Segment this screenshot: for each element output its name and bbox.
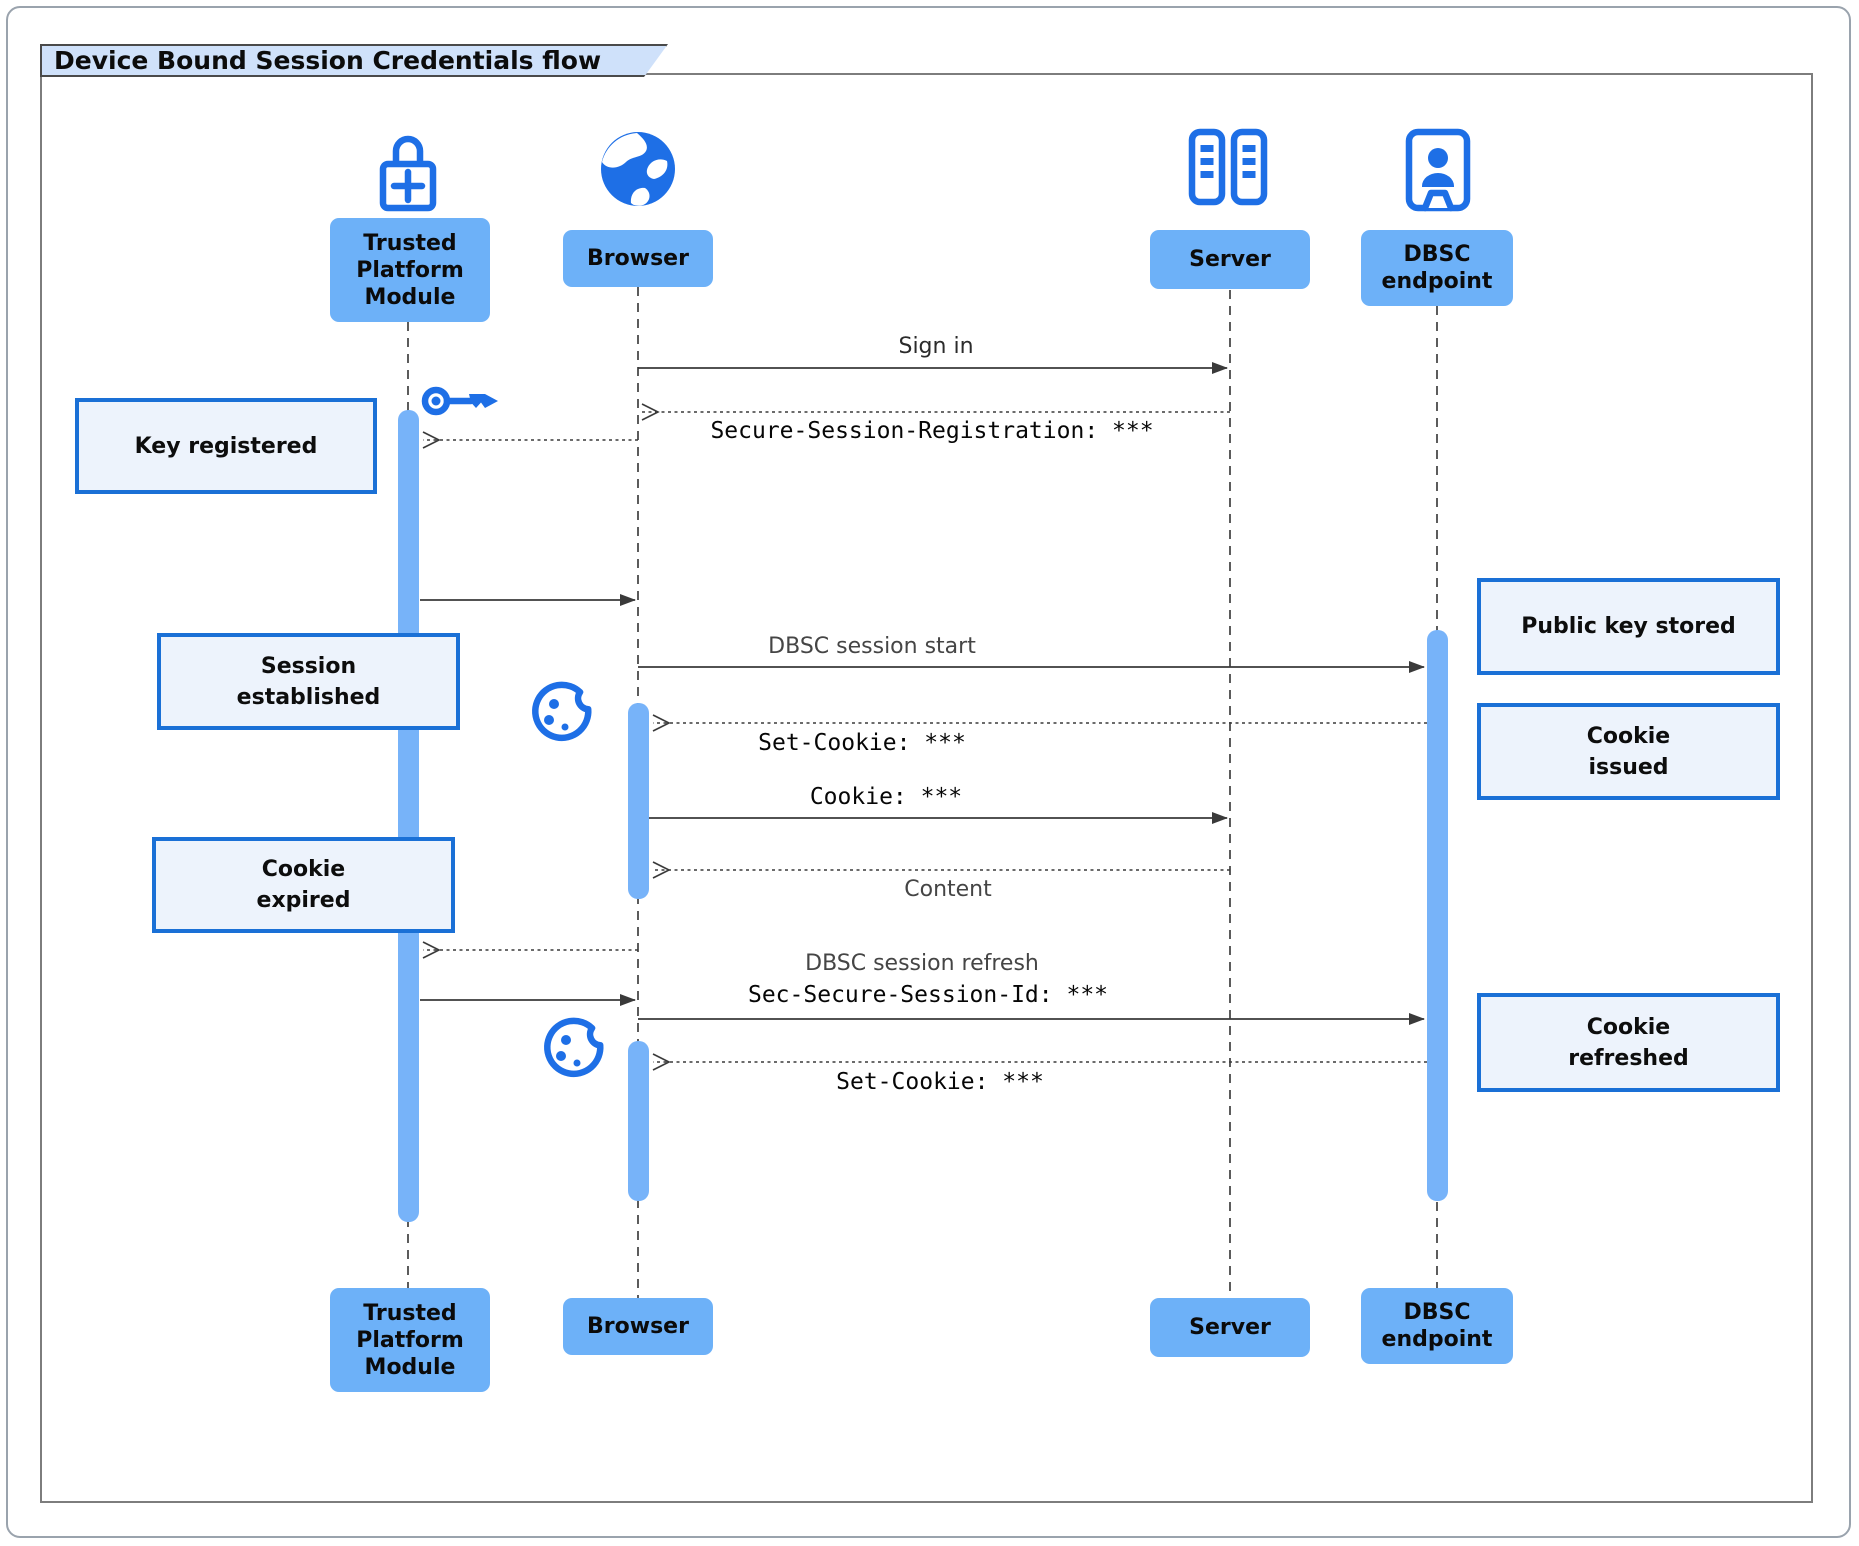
activation-tpm [398, 410, 419, 1222]
note-cookie-refreshed: Cookie refreshed [1477, 993, 1780, 1092]
server-rack-icon [1188, 128, 1268, 206]
message-label-dbsc-session-refresh: DBSC session refresh [805, 951, 1039, 976]
actor-browser-top: Browser [563, 230, 713, 287]
actor-dbsc-bottom: DBSC endpoint [1361, 1288, 1513, 1364]
message-label-cookie: Cookie: *** [809, 784, 963, 810]
globe-icon [601, 132, 675, 206]
outer-frame [6, 6, 1851, 1538]
lock-plus-icon [379, 135, 437, 212]
note-key-registered: Key registered [75, 398, 377, 494]
note-public-key-stored: Public key stored [1477, 578, 1780, 675]
actor-server-bottom: Server [1150, 1298, 1310, 1357]
actor-tpm-bottom: Trusted Platform Module [330, 1288, 490, 1392]
actor-browser-bottom: Browser [563, 1298, 713, 1355]
message-label-content: Content [904, 877, 992, 902]
diagram-panel [40, 73, 1813, 1503]
activation-browser-2 [628, 1041, 649, 1201]
message-label-set-cookie-1: Set-Cookie: *** [758, 730, 966, 756]
message-label-dbsc-session-start: DBSC session start [768, 634, 976, 659]
message-label-set-cookie-2: Set-Cookie: *** [836, 1069, 1044, 1095]
key-icon [421, 386, 498, 416]
cookie-icon [532, 681, 592, 742]
door-person-icon [1405, 128, 1471, 212]
actor-tpm-top: Trusted Platform Module [330, 218, 490, 322]
actor-server-top: Server [1150, 230, 1310, 289]
note-session-established: Session established [157, 633, 460, 730]
activation-dbsc [1427, 630, 1448, 1201]
message-label-sign-in: Sign in [898, 334, 974, 359]
actor-dbsc-top: DBSC endpoint [1361, 230, 1513, 306]
cookie-icon [544, 1017, 604, 1078]
diagram-title-text: Device Bound Session Credentials flow [54, 46, 602, 75]
activation-browser-1 [628, 703, 649, 899]
diagram-title: Device Bound Session Credentials flow [40, 44, 668, 77]
note-cookie-expired: Cookie expired [152, 837, 455, 933]
message-label-secure-session-registration: Secure-Session-Registration: *** [710, 418, 1154, 444]
note-cookie-issued: Cookie issued [1477, 703, 1780, 800]
message-label-sec-secure-session-id: Sec-Secure-Session-Id: *** [747, 982, 1109, 1008]
